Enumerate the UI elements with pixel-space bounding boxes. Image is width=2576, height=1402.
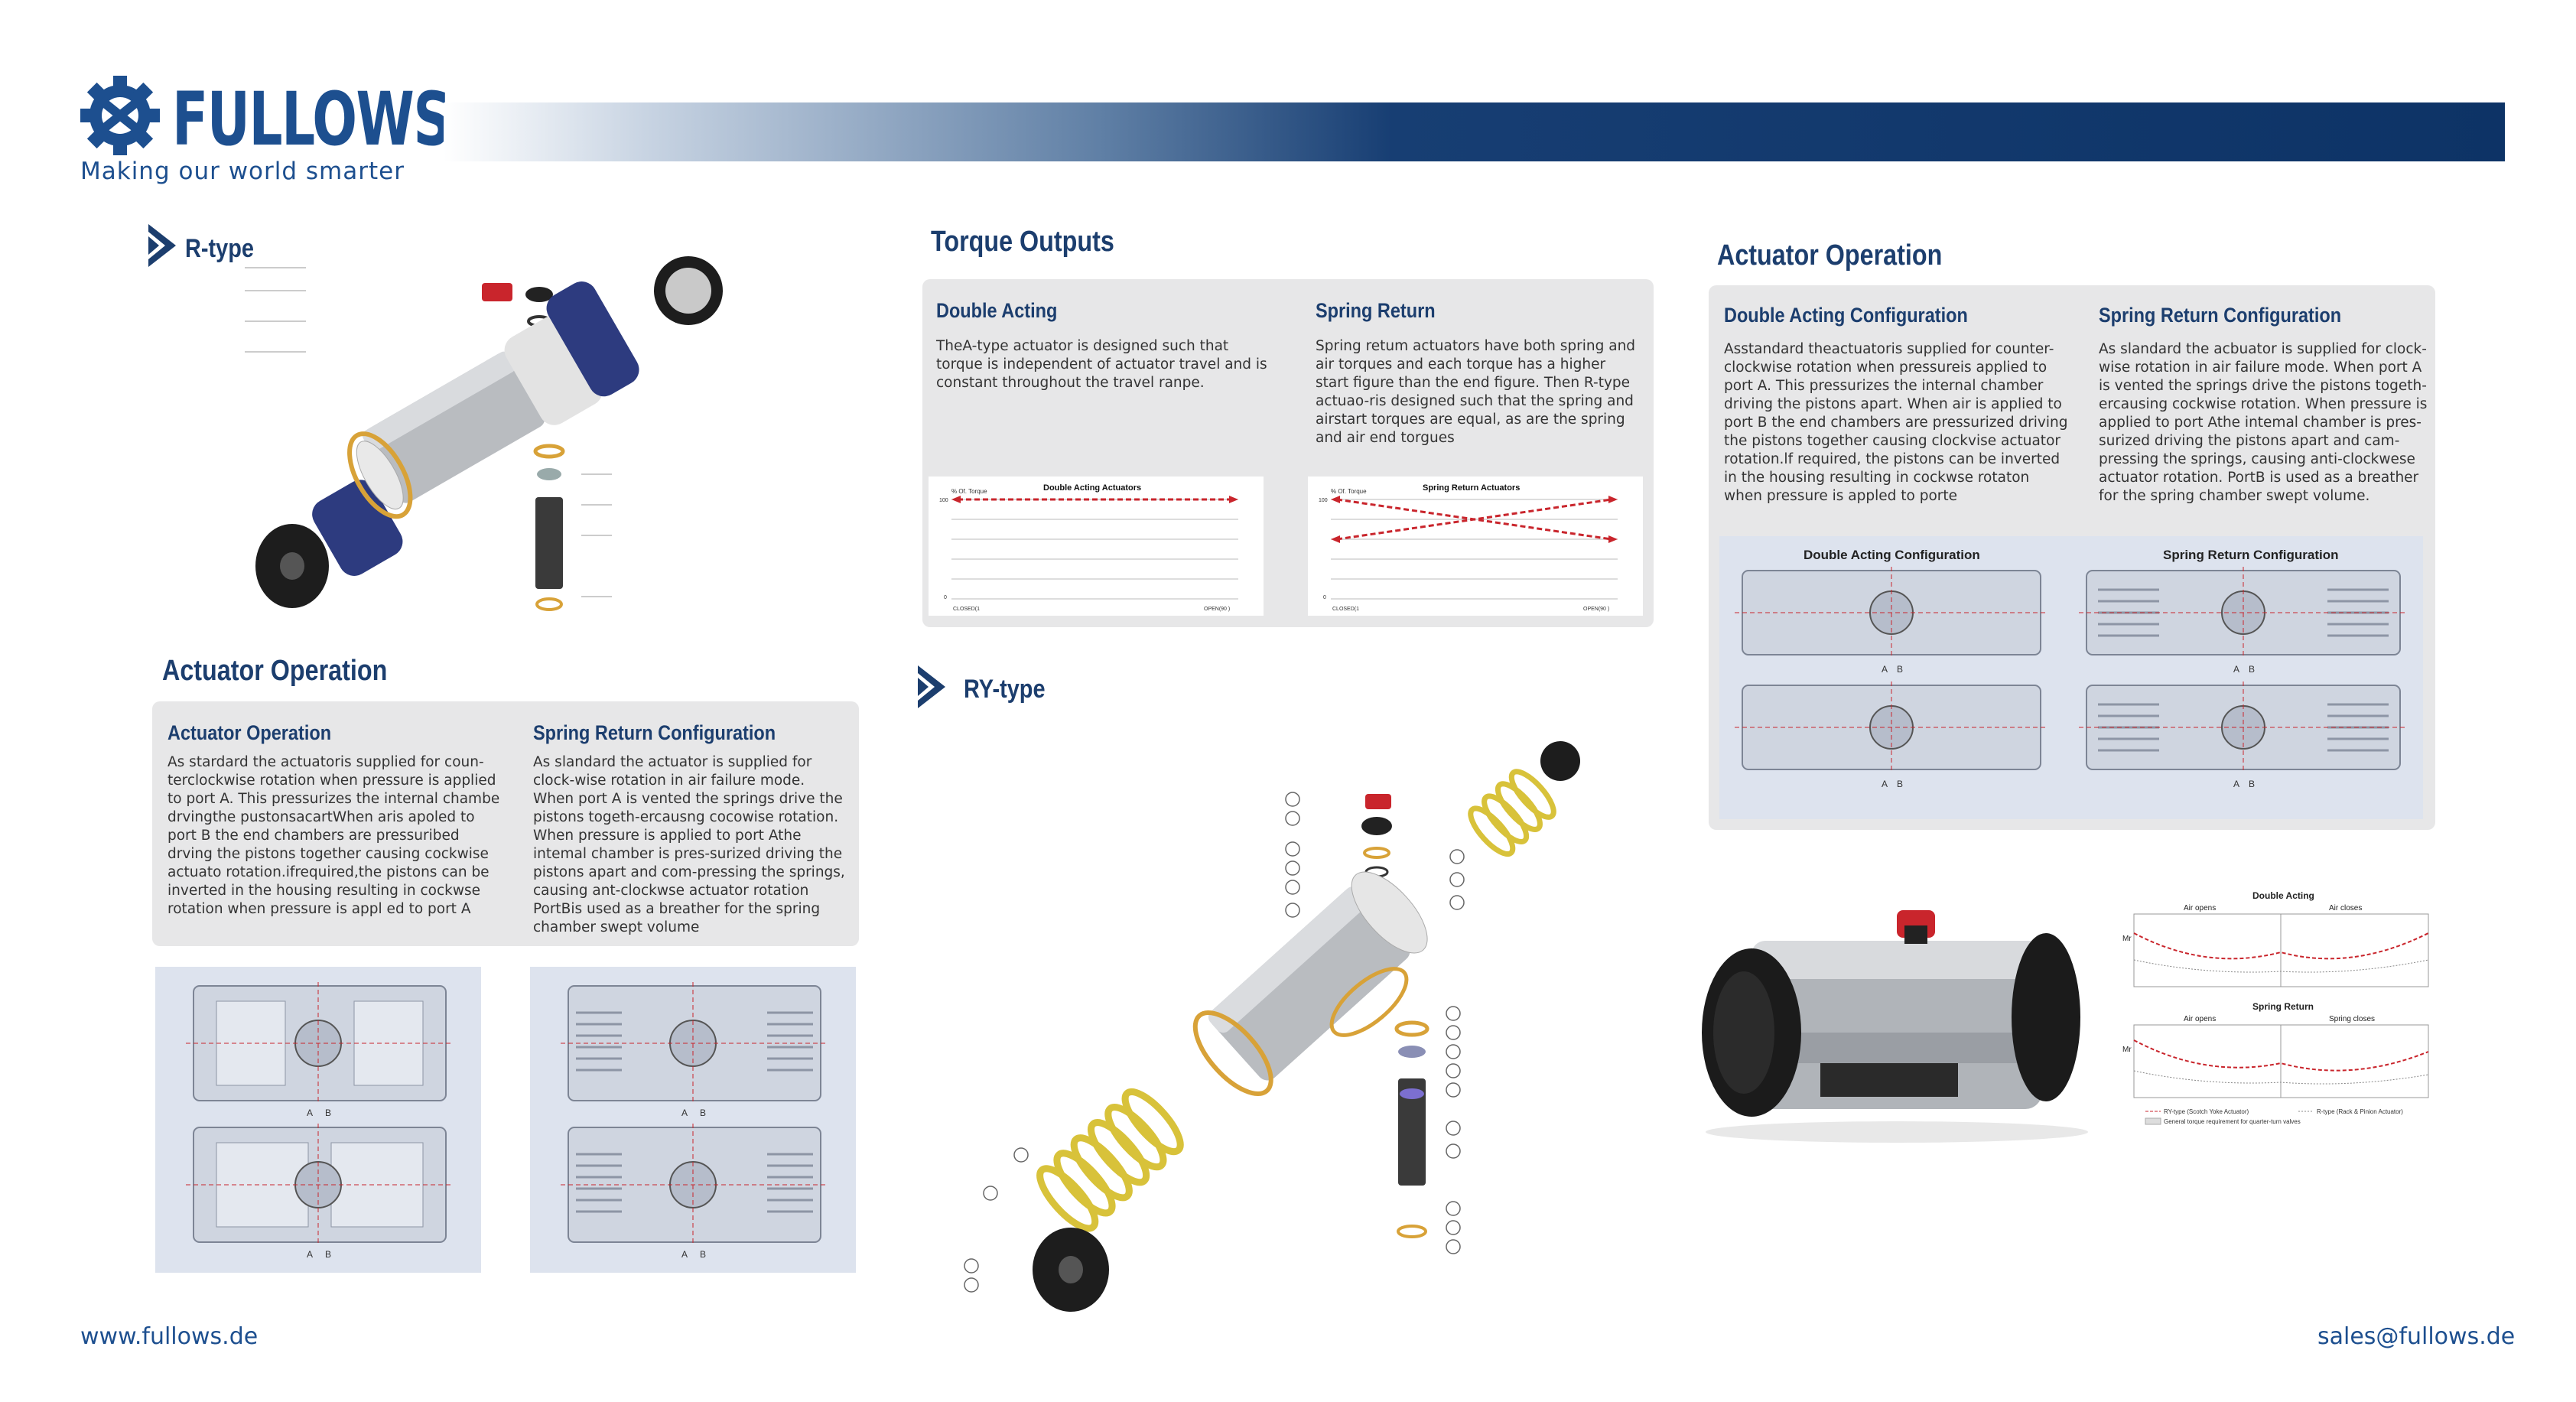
actuator-right-col2-title: Spring Return Configuration: [2099, 304, 2342, 327]
port-b-label: B: [2249, 664, 2255, 675]
actuator-left-col1-text: As stardard the actuatoris supplied for …: [168, 754, 500, 917]
legend-rtype: R-type (Rack & Pinion Actuator): [2317, 1108, 2403, 1115]
air-closes-label: Air closes: [2329, 904, 2362, 912]
actuator-right-col1-title: Double Acting Configuration: [1724, 304, 1968, 327]
actuator-left-col1-title: Actuator Operation: [168, 721, 332, 744]
chart-title: Double Acting Actuators: [1043, 483, 1141, 493]
port-a-label: A: [681, 1249, 688, 1260]
port-b-label: B: [700, 1249, 706, 1260]
port-b-label: B: [1897, 779, 1903, 789]
chart-tick-label: 100: [1319, 498, 1328, 503]
port-a-label: A: [2233, 779, 2239, 789]
header-banner: [444, 102, 2505, 161]
chart-title: Spring Return Actuators: [1423, 483, 1520, 493]
port-a-label: A: [1882, 779, 1888, 789]
side-chart-ylabel: Mr: [2122, 935, 2132, 943]
section-marker-icon: [148, 224, 176, 271]
diag-label-double-acting: Double Acting Configuration: [1804, 548, 1980, 562]
chart-ylabel: % Of. Torque: [1331, 488, 1367, 495]
legend-general: General torque requirement for quarter-t…: [2164, 1118, 2301, 1125]
port-a-label: A: [681, 1108, 688, 1118]
chart-arrow-head: [1331, 535, 1340, 543]
actuator-right-panel: Double Acting Configuration Asstandard t…: [1709, 285, 2435, 830]
air-opens-label: Air opens: [2184, 904, 2216, 912]
chart-tick-label: 0: [1323, 595, 1326, 600]
actuator-product-photo: [1690, 880, 2119, 1147]
chart-x-tick-label: OPEN(90 ): [1583, 607, 1609, 612]
chart-arrow-head: [951, 496, 961, 503]
port-a-label: A: [307, 1249, 313, 1260]
diag-label-spring-return: Spring Return Configuration: [2163, 548, 2338, 562]
torque-title: Torque Outputs: [931, 226, 1114, 258]
chart-x-tick-label: OPEN(90 ): [1204, 607, 1230, 612]
configuration-diagrams-right: Double Acting Configuration Spring Retur…: [1719, 536, 2423, 819]
spring-closes-label: Spring closes: [2329, 1015, 2375, 1023]
port-a-label: A: [307, 1108, 313, 1118]
air-opens-label: Air opens: [2184, 1015, 2216, 1023]
spring-return-diagram-left: A B A B: [530, 967, 856, 1273]
torque-panel: Double Acting TheA-type actuator is desi…: [922, 279, 1654, 627]
rtype-title: R-type: [185, 234, 254, 263]
port-b-label: B: [325, 1108, 331, 1118]
chart-ylabel: % Of. Torque: [951, 488, 987, 495]
port-b-label: B: [325, 1249, 331, 1260]
chart-arrow-head: [1608, 496, 1618, 503]
legend-rytype: RY-type (Scotch Yoke Actuator): [2164, 1108, 2249, 1115]
actuator-right-col2-text: As slandard the acbuator is supplied for…: [2099, 341, 2428, 504]
section-marker-icon: [918, 665, 945, 712]
port-a-label: A: [2233, 664, 2239, 675]
rytype-title: RY-type: [964, 675, 1046, 704]
double-acting-diagram-left: A B A B: [155, 967, 481, 1273]
chart-arrow-head: [1608, 535, 1618, 543]
port-a-label: A: [1882, 664, 1888, 675]
email-link[interactable]: sales@fullows.de: [2317, 1323, 2516, 1350]
side-chart-title-spring: Spring Return: [2252, 1001, 2314, 1012]
chart-tick-label: 100: [939, 498, 948, 503]
gear-logo-icon: [80, 76, 160, 155]
torque-col2-text: Spring retum actuators have both spring …: [1316, 338, 1636, 446]
chart-arrow-head: [1229, 496, 1238, 503]
side-chart-ylabel: Mr: [2122, 1046, 2132, 1054]
actuator-right-title: Actuator Operation: [1717, 239, 1943, 272]
chart-series-line: [1336, 498, 1612, 541]
logo: [79, 74, 161, 157]
rtype-exploded-view: [229, 245, 750, 627]
torque-col1-title: Double Acting: [936, 299, 1058, 322]
brand-name: FULLOWS: [172, 76, 451, 162]
actuator-left-col2-title: Spring Return Configuration: [533, 721, 776, 744]
chart-x-tick-label: CLOSED(1: [953, 607, 980, 612]
tagline: Making our world smarter: [80, 158, 405, 185]
chart-x-tick-label: CLOSED(1: [1332, 607, 1359, 612]
chart-tick-label: 0: [944, 595, 947, 600]
port-b-label: B: [700, 1108, 706, 1118]
torque-comparison-charts: Double Acting Air opens Air closes Mr Sp…: [2122, 887, 2436, 1132]
actuator-left-title: Actuator Operation: [162, 655, 388, 687]
website-link[interactable]: www.fullows.de: [80, 1323, 259, 1350]
actuator-left-panel: Actuator Operation As stardard the actua…: [152, 701, 859, 946]
chart-arrow-head: [1331, 496, 1340, 503]
actuator-right-col1-text: Asstandard theactuatoris supplied for co…: [1724, 341, 2068, 504]
torque-col2-title: Spring Return: [1316, 299, 1436, 322]
torque-col1-text: TheA-type actuator is designed such that…: [936, 338, 1267, 391]
port-b-label: B: [2249, 779, 2255, 789]
port-b-label: B: [1897, 664, 1903, 675]
actuator-left-col2-text: As slandard the actuator is supplied for…: [533, 754, 845, 935]
side-chart-title-double: Double Acting: [2252, 890, 2314, 901]
rytype-exploded-view: [948, 727, 1637, 1323]
